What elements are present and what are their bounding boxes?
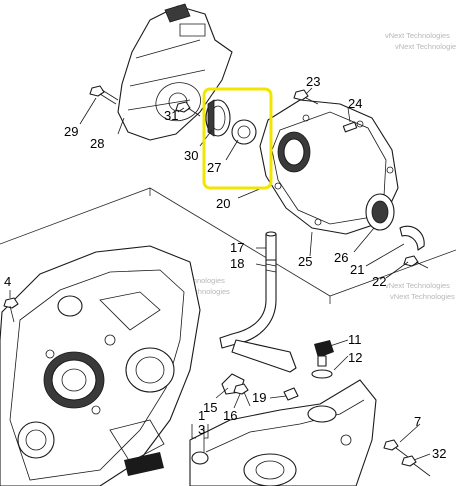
bolt-7 xyxy=(383,439,413,461)
callout-29: 29 xyxy=(64,124,78,139)
watermark-text-6: vNext Technologies xyxy=(165,287,230,296)
dipstick-11 xyxy=(314,340,334,367)
seal-27 xyxy=(231,119,257,145)
callout-31: 31 xyxy=(164,108,178,123)
callout-3: 3 xyxy=(198,422,205,437)
callout-12: 12 xyxy=(348,350,362,365)
callout-11: 11 xyxy=(348,332,362,347)
o-ring-12 xyxy=(311,369,333,379)
callout-25: 25 xyxy=(298,254,312,269)
crankcase-left xyxy=(0,245,201,486)
callout-16: 16 xyxy=(223,408,237,423)
clip-21 xyxy=(399,225,425,251)
bolt-29 xyxy=(89,85,119,105)
clamp-19 xyxy=(283,387,299,401)
callout-17: 17 xyxy=(230,240,244,255)
bolt-16 xyxy=(233,383,251,407)
callout-28: 28 xyxy=(90,136,104,151)
crankcase-right xyxy=(189,379,377,486)
callout-23: 23 xyxy=(306,74,320,89)
hose-18 xyxy=(231,339,297,373)
seal-30 xyxy=(205,99,231,137)
watermark-text-1: vNext Technologies xyxy=(385,31,450,40)
callout-1: 1 xyxy=(198,408,205,423)
callout-32: 32 xyxy=(432,446,446,461)
highlight-box xyxy=(202,87,273,190)
callout-21: 21 xyxy=(350,262,364,277)
callout-26: 26 xyxy=(334,250,348,265)
callout-7: 7 xyxy=(414,414,421,429)
callout-30: 30 xyxy=(184,148,198,163)
callout-18: 18 xyxy=(230,256,244,271)
callout-4: 4 xyxy=(4,274,11,289)
oil-seal-26 xyxy=(365,193,395,231)
callout-27: 27 xyxy=(207,160,221,175)
watermark-text-8: vNext Technologies xyxy=(390,292,455,301)
bolt-4 xyxy=(3,297,19,323)
dowel-pin-24 xyxy=(342,121,358,133)
callout-3-bracket xyxy=(191,424,209,439)
bolt-22 xyxy=(403,255,429,269)
callout-22: 22 xyxy=(372,274,386,289)
callout-labels: 29 28 31 30 27 23 24 20 25 26 21 22 17 1… xyxy=(4,74,446,461)
leader-lines xyxy=(9,87,431,461)
bolt-23 xyxy=(293,89,319,105)
callout-20: 20 xyxy=(216,196,230,211)
watermark-text-2: vNext Technologies xyxy=(395,42,456,51)
bolt-31 xyxy=(175,101,201,117)
bolt-32 xyxy=(401,455,431,477)
callout-24: 24 xyxy=(348,96,362,111)
watermark-text-7: vNext Technologies xyxy=(385,281,450,290)
callout-19: 19 xyxy=(252,390,266,405)
callout-15: 15 xyxy=(203,400,217,415)
breather-hose-17 xyxy=(219,231,277,349)
